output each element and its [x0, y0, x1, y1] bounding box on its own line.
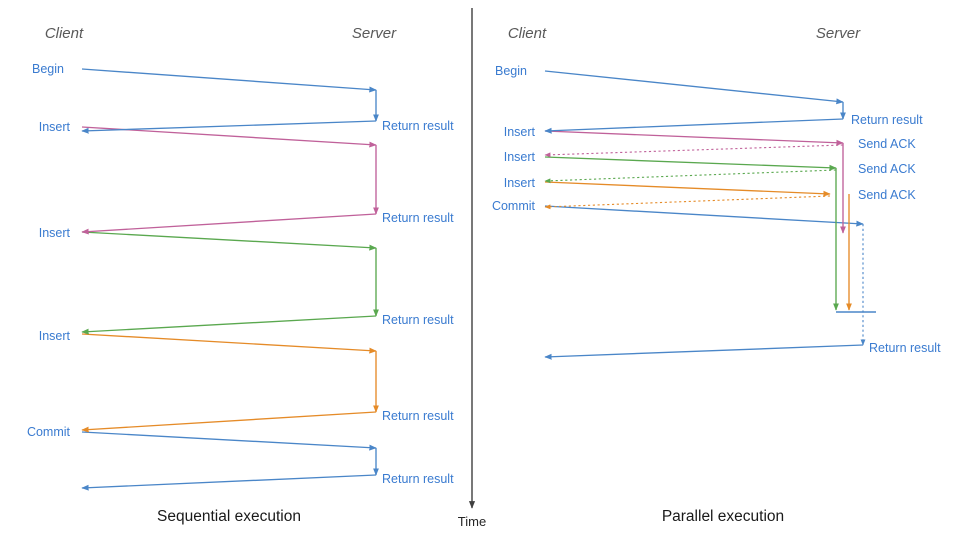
server-message-label-4: Return result	[869, 341, 941, 355]
insert3-request	[81, 333, 377, 354]
client-message-label-3: Insert	[39, 329, 71, 343]
client-message-label-2: Insert	[39, 226, 71, 240]
insert2-request	[544, 156, 837, 171]
client-message-label-1: Insert	[504, 125, 536, 139]
insert2-request	[81, 231, 377, 251]
server-message-label-1: Return result	[382, 211, 454, 225]
commit-response	[544, 344, 864, 360]
time-axis: Time	[458, 8, 486, 529]
insert3-ack	[544, 195, 831, 210]
actor-label-client: Client	[508, 25, 547, 42]
insert2-ack	[544, 169, 837, 184]
commit-request	[81, 431, 377, 451]
time-axis-label: Time	[458, 514, 486, 529]
insert2-response	[81, 315, 377, 335]
panel-caption: Parallel execution	[662, 508, 784, 525]
server-message-label-3: Return result	[382, 409, 454, 423]
client-message-label-1: Insert	[39, 120, 71, 134]
server-message-label-3: Send ACK	[858, 188, 916, 202]
begin-response	[544, 118, 844, 134]
begin-request	[544, 70, 844, 105]
insert3-response	[81, 411, 377, 433]
server-message-label-0: Return result	[382, 119, 454, 133]
server-message-label-1: Send ACK	[858, 137, 916, 151]
client-message-label-2: Insert	[504, 150, 536, 164]
server-message-label-2: Send ACK	[858, 162, 916, 176]
insert3-request	[544, 181, 831, 197]
client-message-label-4: Commit	[27, 425, 71, 439]
panel-caption: Sequential execution	[157, 508, 301, 525]
commit-response	[81, 474, 377, 491]
client-message-label-0: Begin	[32, 62, 64, 76]
insert1-ack	[544, 144, 844, 158]
actor-label-client: Client	[45, 25, 84, 42]
server-message-label-4: Return result	[382, 472, 454, 486]
commit-request	[544, 205, 864, 227]
insert1-response	[81, 213, 377, 235]
actor-label-server: Server	[352, 25, 397, 42]
actor-label-server: Server	[816, 25, 861, 42]
client-message-label-0: Begin	[495, 64, 527, 78]
client-message-label-4: Commit	[492, 199, 536, 213]
begin-request	[81, 68, 377, 93]
insert1-request	[544, 130, 844, 146]
client-message-label-3: Insert	[504, 176, 536, 190]
begin-response	[81, 120, 377, 134]
server-message-label-0: Return result	[851, 113, 923, 127]
server-message-label-2: Return result	[382, 313, 454, 327]
